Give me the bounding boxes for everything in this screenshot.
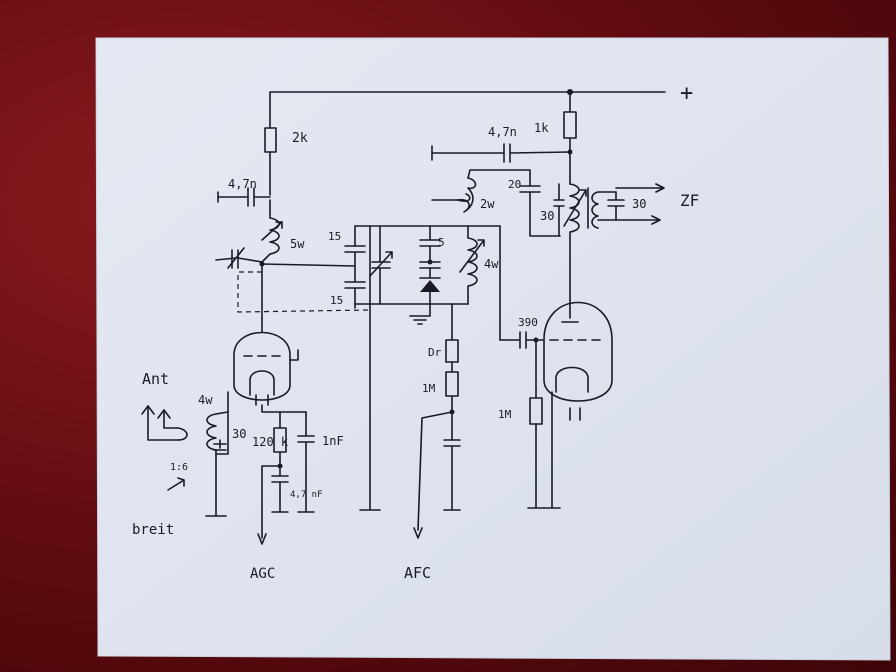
coil-2w (431, 169, 531, 213)
afc-branch (413, 303, 461, 539)
varicap-diode (409, 267, 441, 325)
c-5 (419, 225, 441, 269)
antenna-symbol (141, 405, 188, 491)
output-label: ZF (680, 191, 699, 210)
coil-5w-label: 5w (290, 237, 305, 251)
coil-4w-input (205, 391, 229, 517)
agc-label: AGC (250, 566, 275, 582)
feed-line (259, 261, 356, 319)
c-30-if-secondary-label: 30 (632, 197, 646, 211)
c-15-top-label: 15 (328, 230, 341, 243)
c-15-top (344, 225, 366, 267)
coil-4w-tank (459, 225, 501, 341)
supply-label: + (680, 81, 693, 106)
c-4n7-right-label: 4,7n (488, 125, 517, 139)
c-4n7-left (217, 187, 271, 207)
dashed-ganging (237, 271, 371, 313)
afc-label: AFC (404, 564, 431, 582)
tube-left (233, 317, 299, 406)
coil-4w-input-label: 4w (198, 393, 213, 407)
r-1m-grid-label: 1M (498, 408, 512, 421)
coil-5w (261, 199, 283, 263)
coil-4w-tank-label: 4w (484, 257, 499, 271)
c-20-label: 20 (508, 178, 521, 191)
cathode-network (257, 404, 315, 545)
tank-frame (354, 225, 501, 511)
r-2k-label: 2k (292, 131, 308, 146)
r-1k (563, 91, 577, 155)
if-transformer (553, 151, 665, 301)
drossel-label: Dr (428, 346, 442, 359)
r-120k-label: 120 k (252, 435, 289, 449)
c-30-input-label: 30 (232, 427, 246, 441)
c-20 (519, 185, 561, 237)
r-2k (264, 97, 277, 196)
c-15-bottom-label: 15 (330, 294, 343, 307)
c-4n7-left-label: 4,7n (228, 177, 257, 191)
r-1k-label: 1k (534, 121, 549, 135)
c-30-if-primary-label: 30 (540, 209, 554, 223)
c-15-bottom (344, 265, 366, 309)
c-4n7-right (431, 143, 571, 163)
antenna-ratio-label: 1:6 (170, 462, 188, 473)
c-390-label: 390 (518, 316, 538, 329)
c-30-input (213, 439, 227, 451)
coil-2w-label: 2w (480, 197, 495, 211)
r-1m-grid (527, 339, 561, 509)
antenna-label: Ant (142, 370, 169, 388)
trimmer-left (215, 247, 263, 269)
c-1nf-label: 1nF (322, 434, 344, 448)
c-5-label: 5 (438, 236, 445, 249)
antenna-note-label: breit (132, 522, 174, 538)
tube-right (543, 299, 613, 421)
r-1m-afc-label: 1M (422, 382, 436, 395)
c-4n7-agc-label: 4,7 nF (290, 490, 323, 500)
